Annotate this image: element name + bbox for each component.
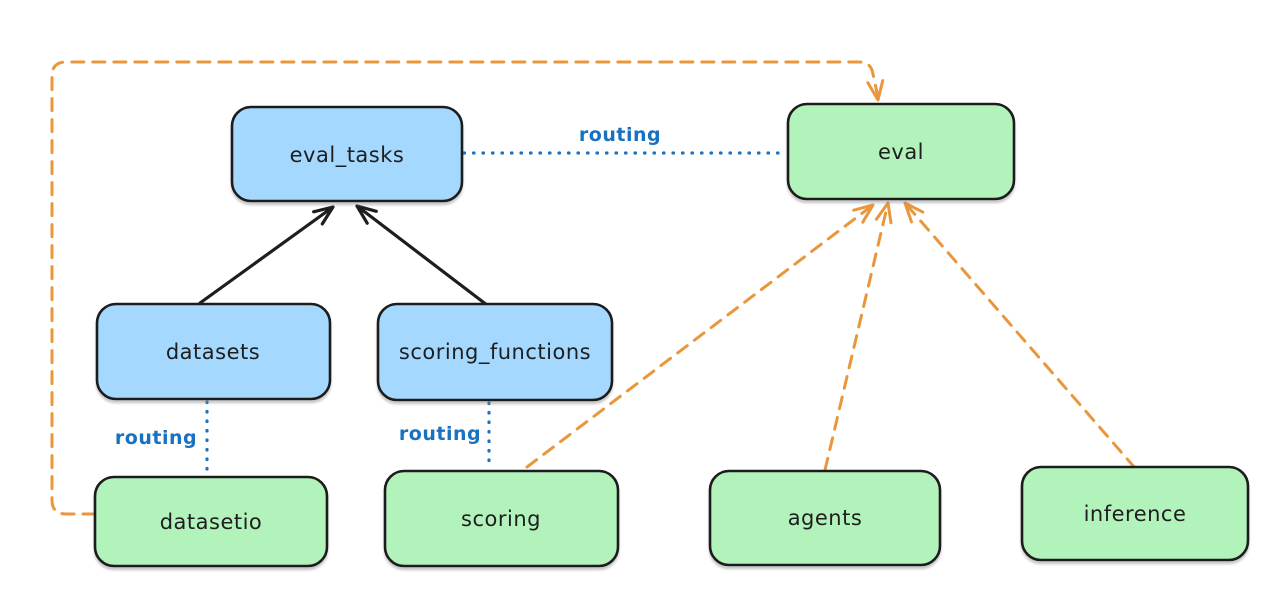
node-agents-box [708,469,942,567]
routing-label-datasets-datasetio: routing [115,427,197,449]
node-scoring: scoring [383,469,620,568]
node-scoring-label: scoring [461,507,541,531]
node-scoring-functions-box [376,302,614,402]
edge-agents-to-eval [823,201,893,472]
node-eval-tasks-label: eval_tasks [290,143,405,168]
edge-scoring-functions-to-scoring: routing [399,401,491,470]
node-datasetio: datasetio [93,475,329,568]
solid-arrow-scoring-functions-eval-tasks [355,204,489,307]
edge-datasets-to-eval-tasks [198,205,335,305]
node-eval-box [786,102,1016,201]
node-inference-label: inference [1084,502,1187,526]
node-eval-tasks: eval_tasks [230,105,464,203]
dashed-connector-datasetio-eval [50,60,879,516]
node-datasets: datasets [95,302,332,401]
edge-eval-tasks-to-eval: routing [462,124,788,155]
edge-datasets-to-datasetio: routing [115,400,209,475]
arrowhead-datasetio-eval [866,79,885,102]
solid-arrow-datasets-eval-tasks [198,205,335,305]
node-scoring-functions: scoring_functions [376,302,614,402]
node-agents-label: agents [788,506,863,530]
arrowhead-agents-eval [874,201,893,225]
node-datasetio-box [93,475,329,568]
node-scoring-functions-label: scoring_functions [399,340,591,365]
node-eval-tasks-box [230,105,464,203]
dashed-connector-scoring-eval [525,203,875,469]
node-eval: eval [786,102,1016,201]
edge-datasetio-to-eval [50,60,885,516]
edge-inference-to-eval [903,201,1137,470]
node-datasets-label: datasets [166,340,260,364]
edge-scoring-to-eval [525,203,875,469]
node-eval-label: eval [878,140,924,164]
node-inference-box [1020,465,1250,562]
node-datasets-box [95,302,332,401]
routing-label-eval-tasks-eval: routing [579,124,661,146]
node-agents: agents [708,469,942,567]
node-inference: inference [1020,465,1250,562]
dashed-connector-agents-eval [823,201,890,472]
node-scoring-box [383,469,620,568]
arrowhead-scoring-eval [852,203,875,224]
dashed-connector-inference-eval [903,201,1137,470]
node-datasetio-label: datasetio [160,510,263,534]
routing-label-scoring-functions-scoring: routing [399,423,481,445]
arrowhead-inference-eval [903,201,925,224]
edge-scoring-functions-to-eval-tasks [355,204,489,307]
